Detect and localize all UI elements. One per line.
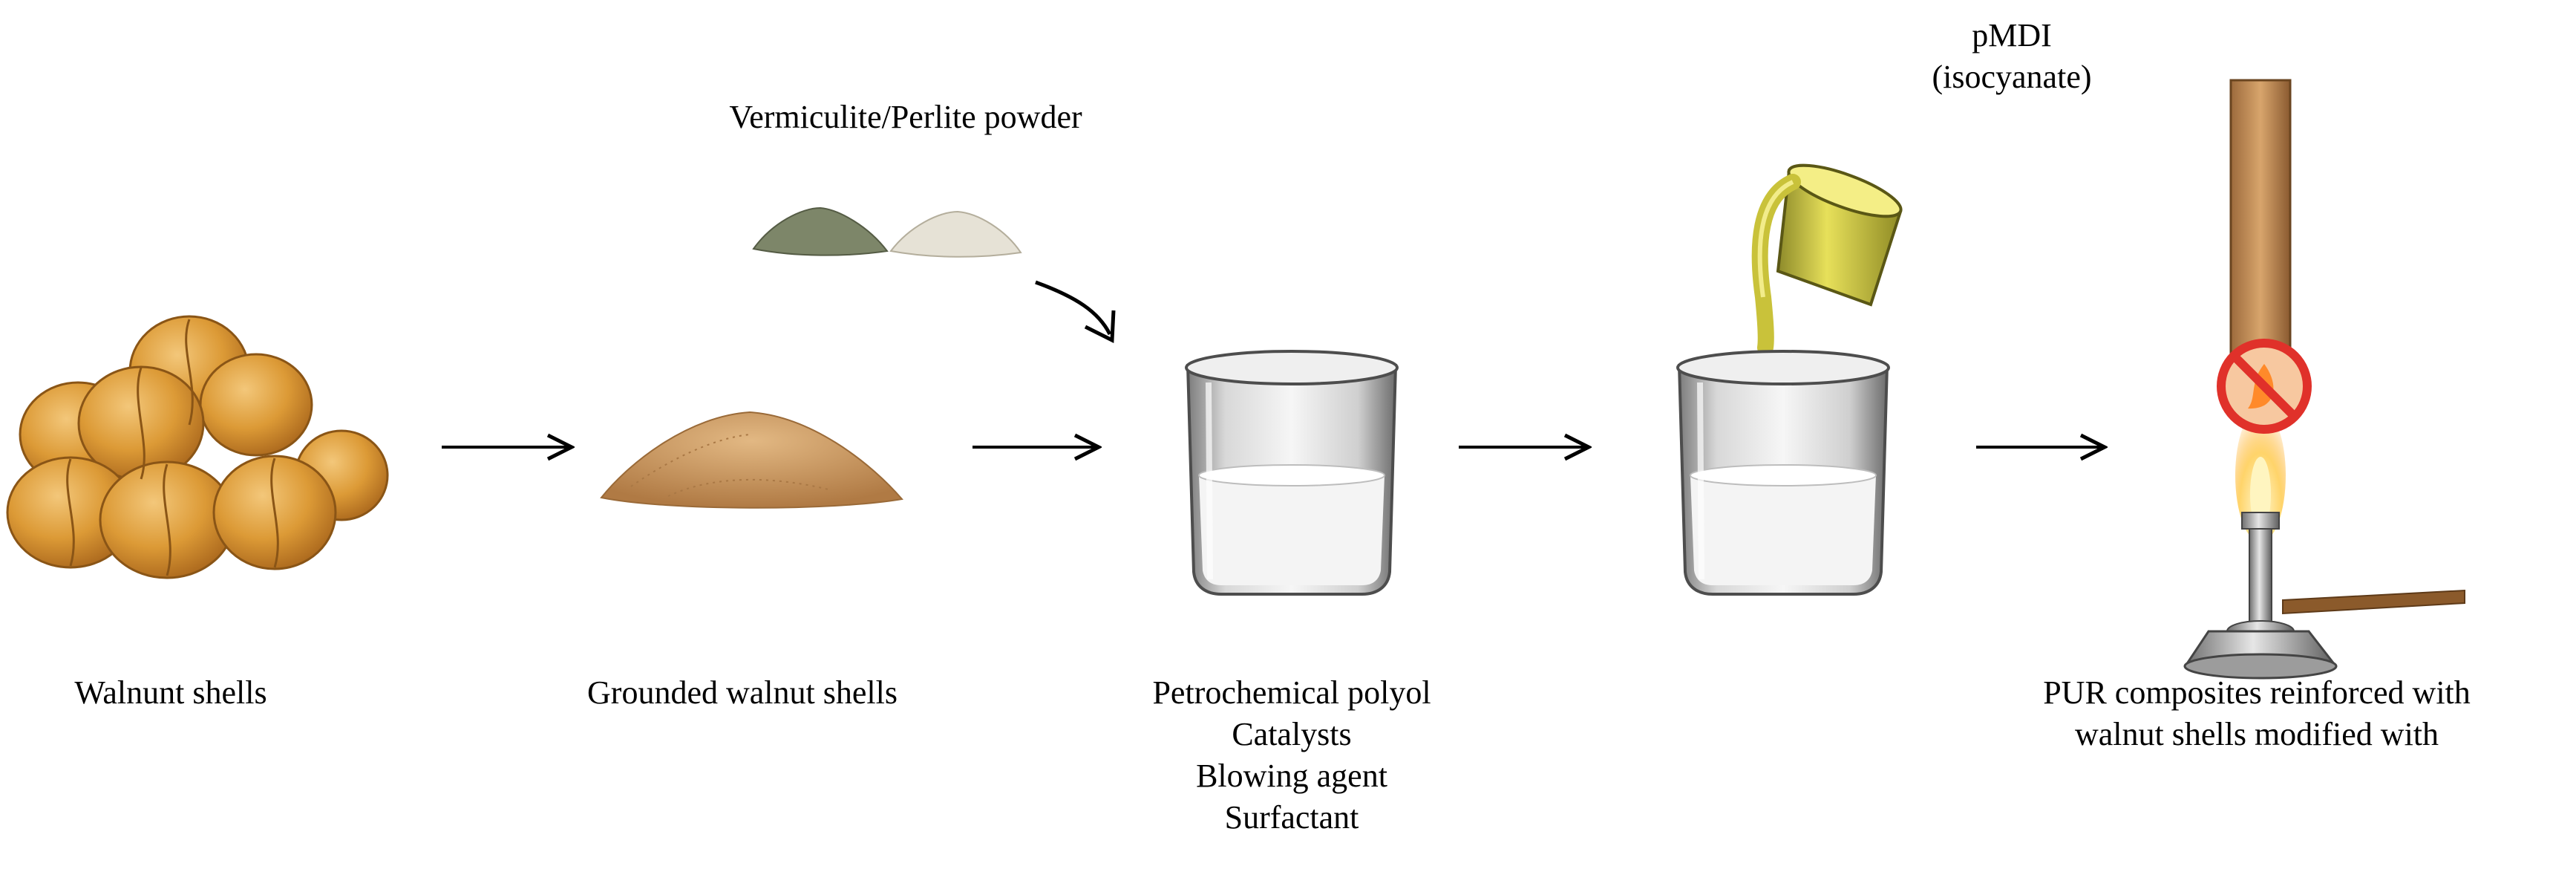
additive-label-powder: Vermiculite/Perlite powder: [729, 99, 1082, 135]
component-polyol: Petrochemical polyol: [1152, 674, 1431, 711]
component-blowing-agent: Blowing agent: [1196, 758, 1387, 794]
composite-line-1: PUR composites reinforced with: [2043, 674, 2471, 711]
walnut-pile-icon: [6, 315, 389, 579]
component-catalysts: Catalysts: [1232, 716, 1352, 752]
step-label-pur-composites: PUR composites reinforced with walnut sh…: [1967, 672, 2546, 755]
ground-shell-pile-icon: [600, 411, 903, 509]
additive-label-isocyanate: pMDI (isocyanate): [1908, 15, 2116, 98]
bunsen-burner-icon: [2183, 79, 2465, 680]
beaker-icon: [1676, 350, 1890, 596]
step-label-walnut-shells: Walnunt shells: [74, 674, 267, 711]
no-fire-icon: [2217, 339, 2312, 434]
component-surfactant: Surfactant: [1224, 799, 1359, 836]
pouring-cup-icon: [1751, 163, 1903, 356]
composite-line-2: walnut shells modified with: [2074, 716, 2439, 752]
beaker-icon: [1185, 350, 1399, 596]
powder-curved-arrow: [1035, 280, 1116, 343]
step-label-polyol-components: Petrochemical polyol Catalysts Blowing a…: [1076, 672, 1507, 839]
powder-piles-icon: [752, 206, 1022, 258]
isocyanate-name: pMDI: [1972, 17, 2052, 53]
step-label-grounded-walnut-shells: Grounded walnut shells: [587, 674, 898, 711]
isocyanate-description: (isocyanate): [1932, 59, 2092, 95]
